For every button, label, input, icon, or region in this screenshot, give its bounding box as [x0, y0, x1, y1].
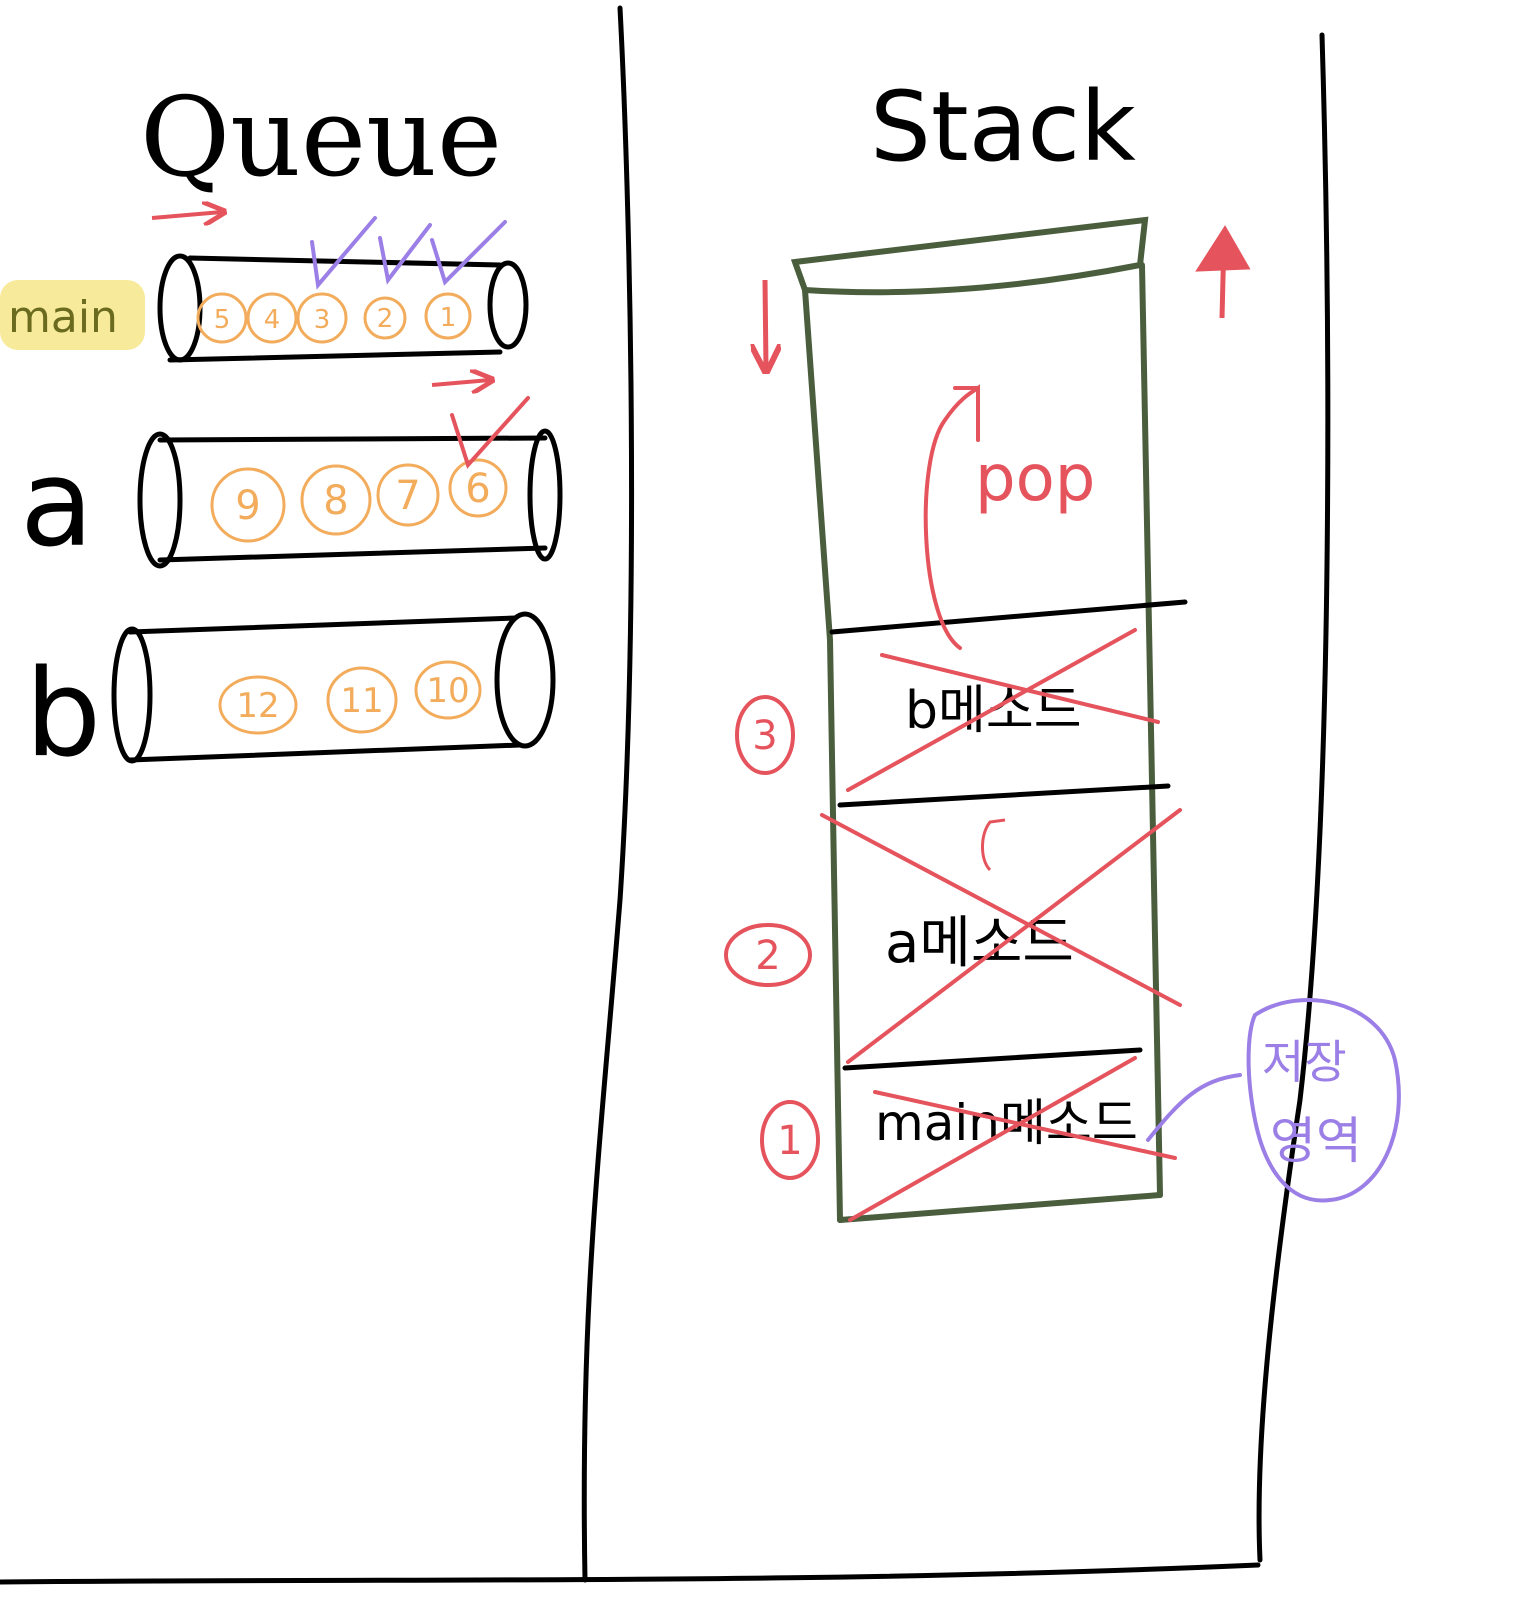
stack-frame-divider	[842, 1047, 1143, 1071]
queue-item-label: 3	[314, 305, 331, 335]
stack-frame-label: a메소드	[885, 911, 1074, 976]
strike-x-icon	[820, 808, 1182, 1064]
stack-container	[790, 216, 1163, 1223]
main-queue-tube	[167, 255, 503, 363]
order-circle	[735, 695, 795, 775]
queue-item-label: 11	[340, 681, 383, 721]
queue-item-label: 6	[465, 466, 490, 512]
queue-item-circle	[218, 675, 298, 735]
right-divider-line	[1256, 32, 1331, 1563]
queue-item-circle	[448, 458, 508, 518]
queue-item-circle	[300, 464, 372, 536]
queue-item-label: 5	[214, 305, 231, 335]
order-circle	[724, 923, 812, 987]
storage-note-line-2: 영역	[1270, 1112, 1362, 1170]
pop-arrow-head	[1195, 225, 1251, 272]
stack-bottom	[837, 1192, 1163, 1223]
main-queue-right-cap	[487, 260, 529, 350]
a-queue-left-cap	[137, 431, 183, 569]
a-enqueue-arrow	[431, 380, 490, 385]
queue-title: Queue	[140, 73, 502, 201]
queue-item-circle	[210, 467, 286, 543]
b-queue-tube	[127, 615, 523, 763]
stack-title: Stack	[870, 71, 1136, 183]
order-number: 1	[777, 1118, 802, 1164]
order-circle	[760, 1100, 820, 1180]
stack-top-rim	[790, 216, 1149, 296]
b-queue-right-cap	[494, 611, 556, 749]
storage-note-line-1: 저장	[1262, 1035, 1347, 1089]
queue-item-circle	[326, 666, 398, 734]
queue-item-circle	[376, 463, 440, 527]
queue-item-circle	[296, 292, 348, 344]
queue-item-label: 2	[377, 304, 394, 334]
queue-main: main 5 4 3 2 1	[0, 212, 529, 363]
checkmark-icon	[430, 220, 507, 286]
caret-mark	[981, 818, 1006, 872]
queue-item-circle	[196, 292, 248, 344]
stack-left-wall	[802, 287, 843, 1223]
a-queue-right-cap	[527, 428, 563, 562]
strike-x-icon	[846, 628, 1160, 792]
storage-note-connector	[1146, 1073, 1242, 1142]
queue-item-label: 10	[426, 671, 469, 711]
b-queue-left-cap	[111, 626, 153, 764]
stack-frame-divider	[837, 783, 1171, 808]
stack-right-wall	[1139, 262, 1163, 1198]
stack-frame-divider	[829, 599, 1188, 635]
queue-a: a 9 8 7 6	[20, 380, 563, 574]
checkmark-icon	[378, 223, 432, 285]
queue-item-circle	[363, 296, 407, 340]
main-queue-left-cap	[157, 253, 203, 363]
queue-item-circle	[424, 292, 472, 340]
queue-item-circle	[414, 660, 482, 720]
main-label-highlight	[0, 280, 145, 350]
left-divider-line	[581, 5, 635, 1583]
queue-item-label: 4	[264, 305, 281, 335]
main-enqueue-arrow	[151, 212, 222, 218]
queue-b: b 12 11 10	[25, 611, 556, 784]
queue-item-label: 1	[440, 303, 457, 333]
checkmark-icon	[450, 396, 530, 469]
queue-b-label: b	[25, 645, 101, 784]
bottom-baseline	[0, 1562, 1261, 1585]
queue-item-label: 12	[236, 686, 279, 726]
order-number: 2	[755, 933, 780, 979]
queue-item-label: 8	[323, 478, 348, 524]
storage-note-bubble	[1246, 998, 1401, 1203]
order-number: 3	[752, 713, 777, 759]
strike-x-icon	[848, 1056, 1177, 1222]
checkmark-icon	[310, 216, 377, 290]
queue-item-label: 7	[395, 473, 420, 519]
queue-item-label: 9	[235, 483, 260, 529]
pop-label: pop	[975, 442, 1095, 516]
queue-main-label: main	[8, 292, 118, 343]
a-queue-tube	[157, 435, 548, 563]
pop-curve-arrow	[923, 384, 980, 650]
queue-item-circle	[246, 292, 298, 344]
queue-a-label: a	[20, 435, 94, 574]
push-arrow-down	[765, 279, 766, 368]
